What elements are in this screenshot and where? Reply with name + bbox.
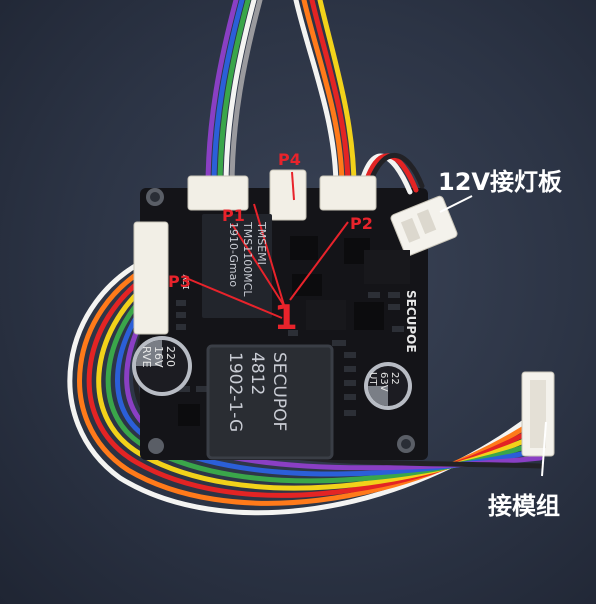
label-p3: P3 xyxy=(168,272,191,291)
white-pointer-lines xyxy=(439,195,547,477)
chip-marking: TMSEMI TMS1100MCL 1910-Gmao xyxy=(227,222,268,297)
smd-components xyxy=(176,292,404,416)
module-plug xyxy=(521,371,555,457)
p3-connector xyxy=(133,221,169,335)
transformer xyxy=(206,344,334,460)
label-p4: P4 xyxy=(278,150,301,169)
p4-connector xyxy=(269,169,307,221)
top-right-wires xyxy=(293,0,425,195)
label-pin1: 1 xyxy=(274,298,298,338)
p2-connector xyxy=(319,175,377,211)
cap-left-marking: 220 16V RVE xyxy=(140,346,177,368)
p1-connector xyxy=(187,175,249,211)
transformer-marking: SECUPOF 4812 1902-1-G xyxy=(225,352,289,433)
brand-silkscreen: SECUPOE xyxy=(404,290,418,353)
cap-right-marking: 22 63V UT xyxy=(367,372,400,392)
capacitor-right xyxy=(364,362,412,410)
capacitor-left xyxy=(132,336,192,396)
label-led-board: 12V接灯板 xyxy=(438,168,562,196)
top-left-wires xyxy=(205,0,263,191)
label-p2: P2 xyxy=(350,214,373,233)
red-pointer-lines xyxy=(185,171,349,319)
label-module: 接模组 xyxy=(488,492,560,520)
label-p1: P1 xyxy=(222,206,245,225)
